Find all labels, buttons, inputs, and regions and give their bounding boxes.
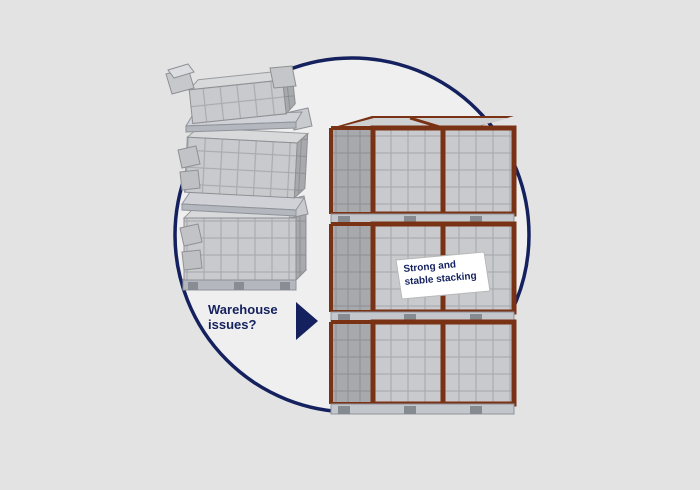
pallet-bottom bbox=[330, 403, 515, 415]
collapsing-box-stack-icon bbox=[165, 63, 313, 291]
question-line-1: Warehouse bbox=[208, 302, 278, 317]
top-box-layer bbox=[187, 68, 296, 125]
badge-card bbox=[395, 251, 491, 300]
framed-pallet-crates-icon bbox=[329, 116, 517, 415]
crate-tier-top bbox=[329, 116, 517, 217]
question-line-2: issues? bbox=[208, 317, 257, 332]
middle-box-layer bbox=[183, 127, 309, 200]
triangle-right-icon bbox=[296, 302, 318, 340]
warehouse-question-label: Warehouse issues? bbox=[208, 302, 278, 332]
crate-tier-bottom bbox=[329, 319, 517, 407]
